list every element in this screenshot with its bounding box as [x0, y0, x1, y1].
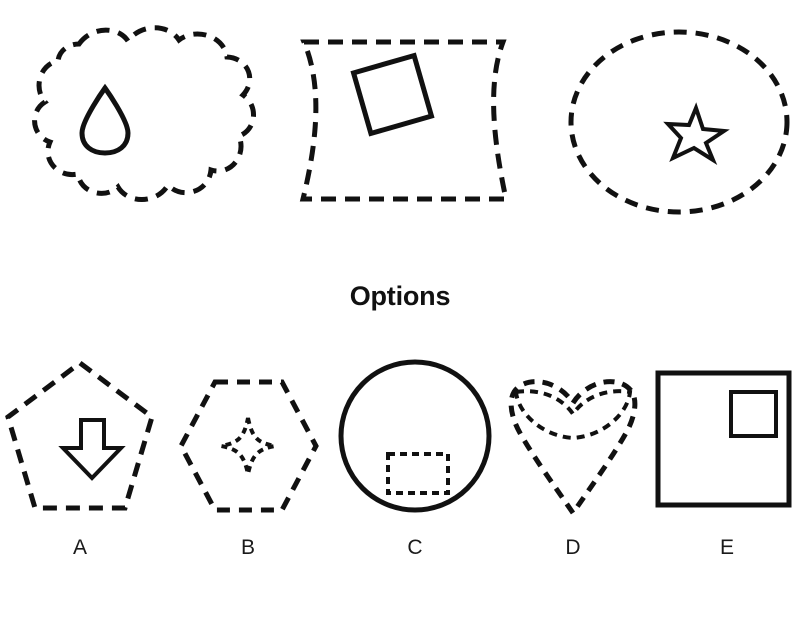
- four-point-star-shape: [220, 417, 276, 475]
- option-label-b: B: [240, 536, 255, 559]
- option-label-e: E: [719, 536, 734, 559]
- option-shape-d[interactable]: [508, 379, 638, 518]
- option-label-c: C: [407, 536, 423, 559]
- option-shape-c[interactable]: [338, 359, 492, 513]
- prompt-item-cloud: [32, 25, 256, 202]
- dashed-rectangle-shape: [386, 452, 450, 495]
- square-outline: [655, 370, 792, 508]
- option-shape-a[interactable]: [5, 359, 155, 511]
- circle-outline: [338, 359, 492, 513]
- concave-rectangle-outline: [299, 39, 510, 202]
- teardrop-shape: [79, 83, 131, 156]
- prompt-item-ellipse: [568, 29, 790, 215]
- prompt-item-concave-rect: [299, 39, 510, 202]
- options-heading: Options: [349, 281, 451, 311]
- pentagon-outline: [5, 359, 155, 511]
- cloud-outline: [32, 25, 256, 202]
- inner-arc-shape: [513, 389, 633, 441]
- five-point-star-shape: [663, 102, 730, 166]
- small-square-shape: [729, 390, 778, 438]
- down-arrow-shape: [58, 418, 126, 481]
- rotated-square-shape: [350, 52, 435, 137]
- option-label-d: D: [565, 536, 581, 559]
- option-shape-e[interactable]: [655, 370, 792, 508]
- option-shape-b[interactable]: [178, 379, 319, 513]
- heart-outline: [508, 379, 638, 518]
- option-label-a: A: [72, 536, 87, 559]
- hexagon-outline: [178, 379, 319, 513]
- ellipse-outline: [568, 29, 790, 215]
